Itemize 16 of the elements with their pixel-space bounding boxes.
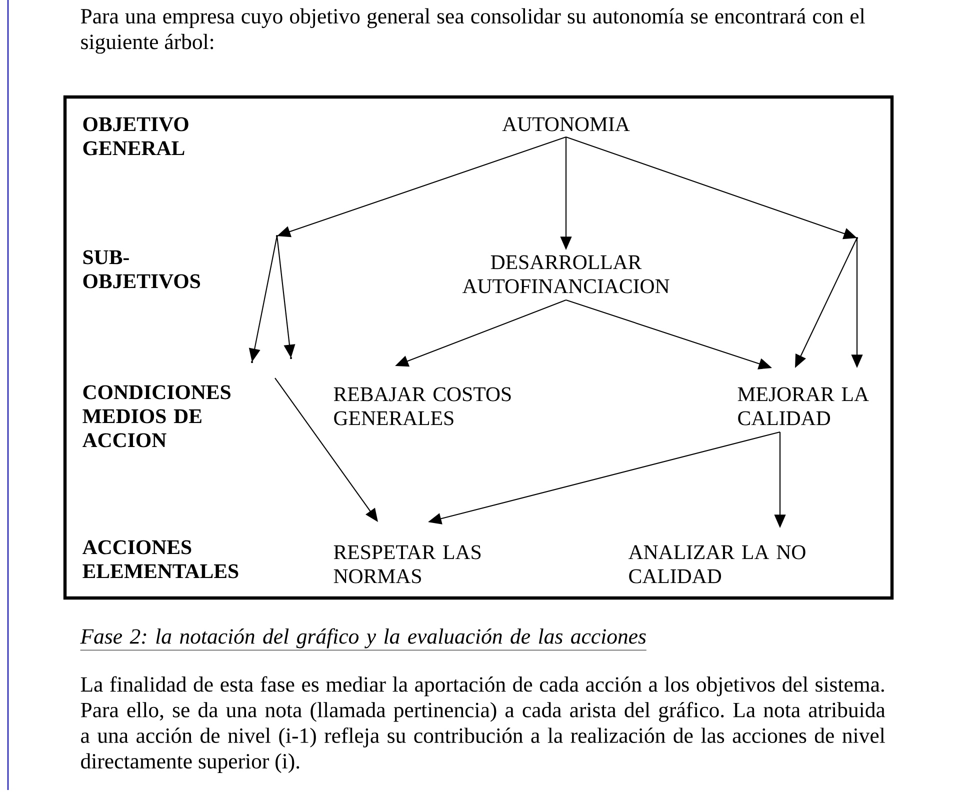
level-label: SUB- OBJETIVOS xyxy=(83,250,200,288)
tree-node-text: RESPETAR LAS NORMAS xyxy=(334,545,481,584)
junction-point xyxy=(276,234,278,238)
tree-node-text: AUTONOMIA xyxy=(502,117,630,132)
junction-point xyxy=(290,356,292,360)
tree-node-text: REBAJAR COSTOS GENERALES xyxy=(334,387,511,426)
tree-node-text: MEJORAR LA CALIDAD xyxy=(738,387,869,426)
tree-node-text: ANALIZAR LA NO CALIDAD xyxy=(628,545,806,584)
tree-node-text: DESARROLLAR AUTOFINANCIACION xyxy=(462,255,670,294)
section-heading: Fase 2: la notación del gráfico y la evaluación de las acciones xyxy=(80,628,647,650)
junction-point xyxy=(250,360,254,364)
level-label: ACCIONES ELEMENTALES xyxy=(82,540,238,578)
level-label: OBJETIVO GENERAL xyxy=(83,117,188,156)
level-label: CONDICIONES MEDIOS DE ACCION xyxy=(82,385,230,448)
intro-paragraph: Para una empresa cuyo objetivo general sea consolidar su autonomía se encontrará con el siguiente árbol: xyxy=(80,8,865,54)
body-paragraph: La finalidad de esta fase es mediar la aportación de cada acción a los objetivos del sistema. Para ello, se da una nota (llamada pertinencia) a cada arista del gráfico. La nota atribuida a una acción de nivel (i-1) refleja su contribución a la realización de las acciones de nivel directamente superior (i). xyxy=(80,676,886,773)
